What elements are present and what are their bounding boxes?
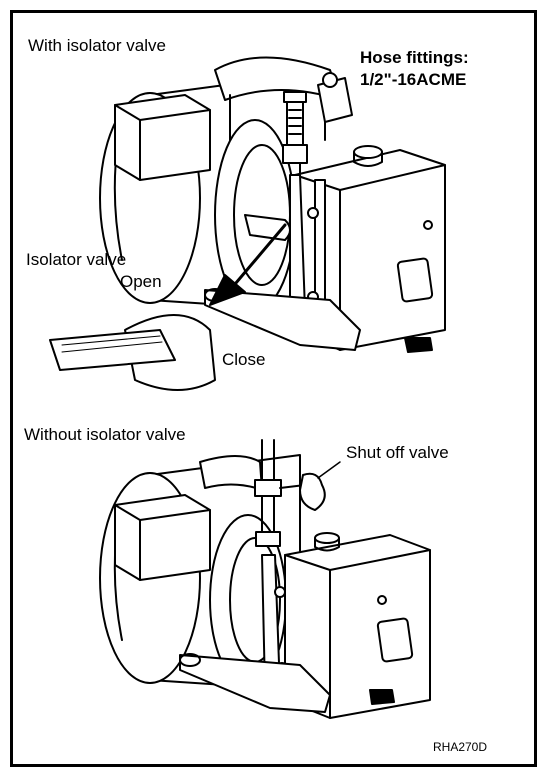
open-label: Open <box>120 272 162 291</box>
top-figure-caption: With isolator valve <box>28 36 166 55</box>
hose-fittings-title: Hose fittings: <box>360 48 469 67</box>
vacuum-pump-without-isolator <box>99 439 431 719</box>
isolator-lever-detail <box>49 314 216 391</box>
isolator-valve-label: Isolator valve <box>26 250 127 269</box>
bottom-figure-caption: Without isolator valve <box>24 425 186 444</box>
close-label: Close <box>222 350 266 369</box>
shutoff-valve-label: Shut off valve <box>346 443 449 462</box>
figure-code: RHA270D <box>433 740 488 754</box>
figure-frame <box>10 10 537 767</box>
hose-fittings-spec: 1/2"-16ACME <box>360 70 467 89</box>
vacuum-pump-with-isolator <box>99 56 446 353</box>
